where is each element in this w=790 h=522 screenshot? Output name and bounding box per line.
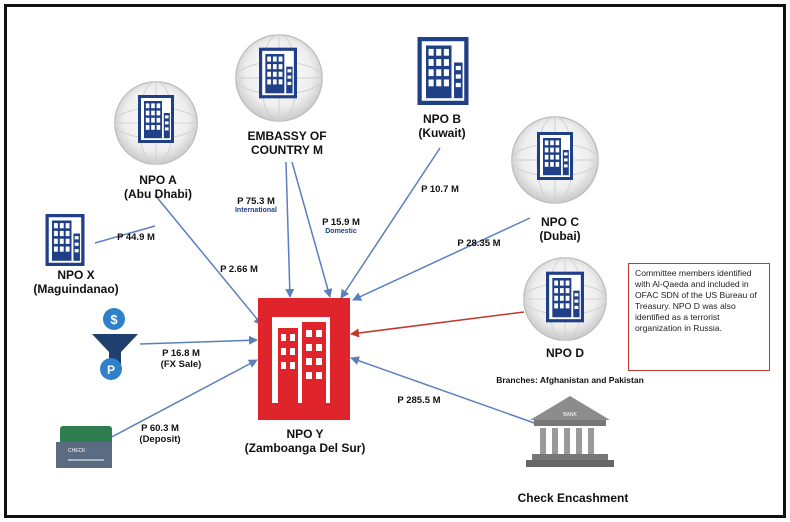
check-card-text: CHECK	[68, 448, 86, 454]
arrow-embassy-international	[285, 161, 295, 298]
arrow-npo-d	[350, 311, 525, 338]
flow-embassy-international-note: International	[234, 207, 277, 215]
npo-a-location: (Abu Dhabi)	[124, 187, 192, 202]
embassy-name-line2: COUNTRY M	[251, 143, 323, 158]
flow-fx-sale: P 16.8 M (FX Sale)	[150, 348, 212, 371]
arrow-npo-x	[94, 225, 156, 244]
npo-y-icon	[258, 298, 350, 420]
npo-x-label: NPO X (Maguindanao)	[24, 268, 128, 297]
embassy-name-line1: EMBASSY OF	[247, 129, 327, 143]
npo-a-icon	[114, 81, 198, 165]
arrow-fx-sale	[139, 335, 258, 345]
npo-y-name: NPO Y	[286, 427, 324, 441]
npo-d-name: NPO D	[545, 346, 584, 360]
flow-deposit: P 60.3 M (Deposit)	[130, 423, 190, 446]
npo-y-location: (Zamboanga Del Sur)	[244, 441, 366, 456]
flow-fx-sale-note: (FX Sale)	[160, 359, 202, 371]
flow-fx-sale-amount: P 16.8 M	[162, 348, 200, 359]
npo-b-icon	[417, 37, 469, 105]
flow-npo-c-amount: P 28.35 M	[457, 238, 501, 249]
embassy-icon	[235, 34, 323, 122]
npo-d-branches: Branches: Afghanistan and Pakistan	[496, 375, 644, 385]
arrow-npo-c	[352, 217, 531, 301]
npo-b-name: NPO B	[422, 112, 461, 126]
npo-d-icon	[523, 257, 607, 341]
npo-b-location: (Kuwait)	[418, 126, 466, 141]
alert-note-box: Committee members identified with Al-Qae…	[628, 263, 770, 371]
flow-deposit-amount: P 60.3 M	[141, 423, 179, 434]
npo-a-label: NPO A (Abu Dhabi)	[108, 173, 208, 202]
flow-deposit-note: (Deposit)	[139, 434, 181, 446]
flow-embassy-international-amount: P 75.3 M	[237, 196, 275, 207]
flow-embassy-domestic-note: Domestic	[325, 228, 357, 236]
arrow-npo-a	[154, 194, 263, 326]
arrow-embassy-domestic	[291, 161, 333, 298]
flow-npo-a-amount: P 2.66 M	[220, 264, 258, 275]
arrow-npo-b	[340, 147, 441, 299]
svg-text:P: P	[107, 363, 115, 377]
npo-y-label: NPO Y (Zamboanga Del Sur)	[232, 427, 378, 456]
flow-embassy-domestic: P 15.9 M Domestic	[313, 217, 369, 237]
npo-c-name: NPO C	[540, 215, 579, 229]
npo-c-location: (Dubai)	[539, 229, 581, 244]
check-icon: CHECK	[56, 426, 112, 468]
funnel-coin-icon: $ P	[92, 308, 138, 380]
npo-d-label: NPO D	[525, 346, 605, 360]
svg-text:$: $	[110, 312, 118, 327]
arrow-check-encashment	[350, 356, 541, 426]
arrow-deposit	[105, 359, 258, 441]
npo-c-icon	[511, 116, 599, 204]
npo-a-name: NPO A	[139, 173, 177, 187]
flow-embassy-international: P 75.3 M International	[227, 196, 285, 216]
bank-sign-text: BANK	[563, 412, 577, 418]
flow-embassy-domestic-amount: P 15.9 M	[322, 217, 360, 228]
bank-icon: BANK	[526, 396, 614, 467]
flow-npo-b-amount: P 10.7 M	[421, 184, 459, 195]
npo-b-label: NPO B (Kuwait)	[402, 112, 482, 141]
npo-x-icon	[45, 214, 85, 266]
npo-c-label: NPO C (Dubai)	[520, 215, 600, 244]
flow-npo-x-amount: P 44.9 M	[117, 232, 155, 243]
check-encashment-label: Check Encashment	[517, 491, 629, 505]
flow-check-encashment-amount: P 285.5 M	[397, 395, 441, 406]
npo-x-name: NPO X	[57, 268, 95, 282]
embassy-label: EMBASSY OF COUNTRY M	[229, 129, 345, 158]
npo-x-location: (Maguindanao)	[33, 282, 119, 297]
